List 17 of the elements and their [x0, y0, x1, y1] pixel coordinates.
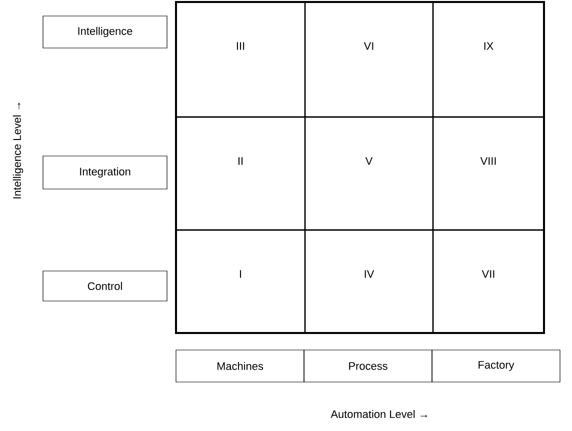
grid-cell: V: [304, 116, 434, 231]
grid-cell: I: [175, 229, 306, 334]
grid-cell: IX: [432, 1, 545, 118]
grid-cell: II: [175, 116, 306, 231]
node-label: III: [236, 42, 244, 50]
side-box: Control: [42, 270, 168, 302]
grid-cell: VII: [432, 229, 545, 334]
side-box: Intelligence: [42, 16, 168, 48]
grid-cell: VIII: [432, 116, 545, 231]
axis-box: Machines: [176, 350, 304, 382]
side-box: Integration: [42, 156, 168, 190]
axis-box: Factory: [432, 350, 560, 382]
axis-label: Intelligence Level →: [12, 102, 24, 198]
grid-cell: IV: [304, 229, 434, 334]
grid-cell: VI: [304, 1, 434, 118]
axis-label: Automation Level →: [330, 410, 428, 418]
axis-box: Process: [304, 350, 432, 382]
